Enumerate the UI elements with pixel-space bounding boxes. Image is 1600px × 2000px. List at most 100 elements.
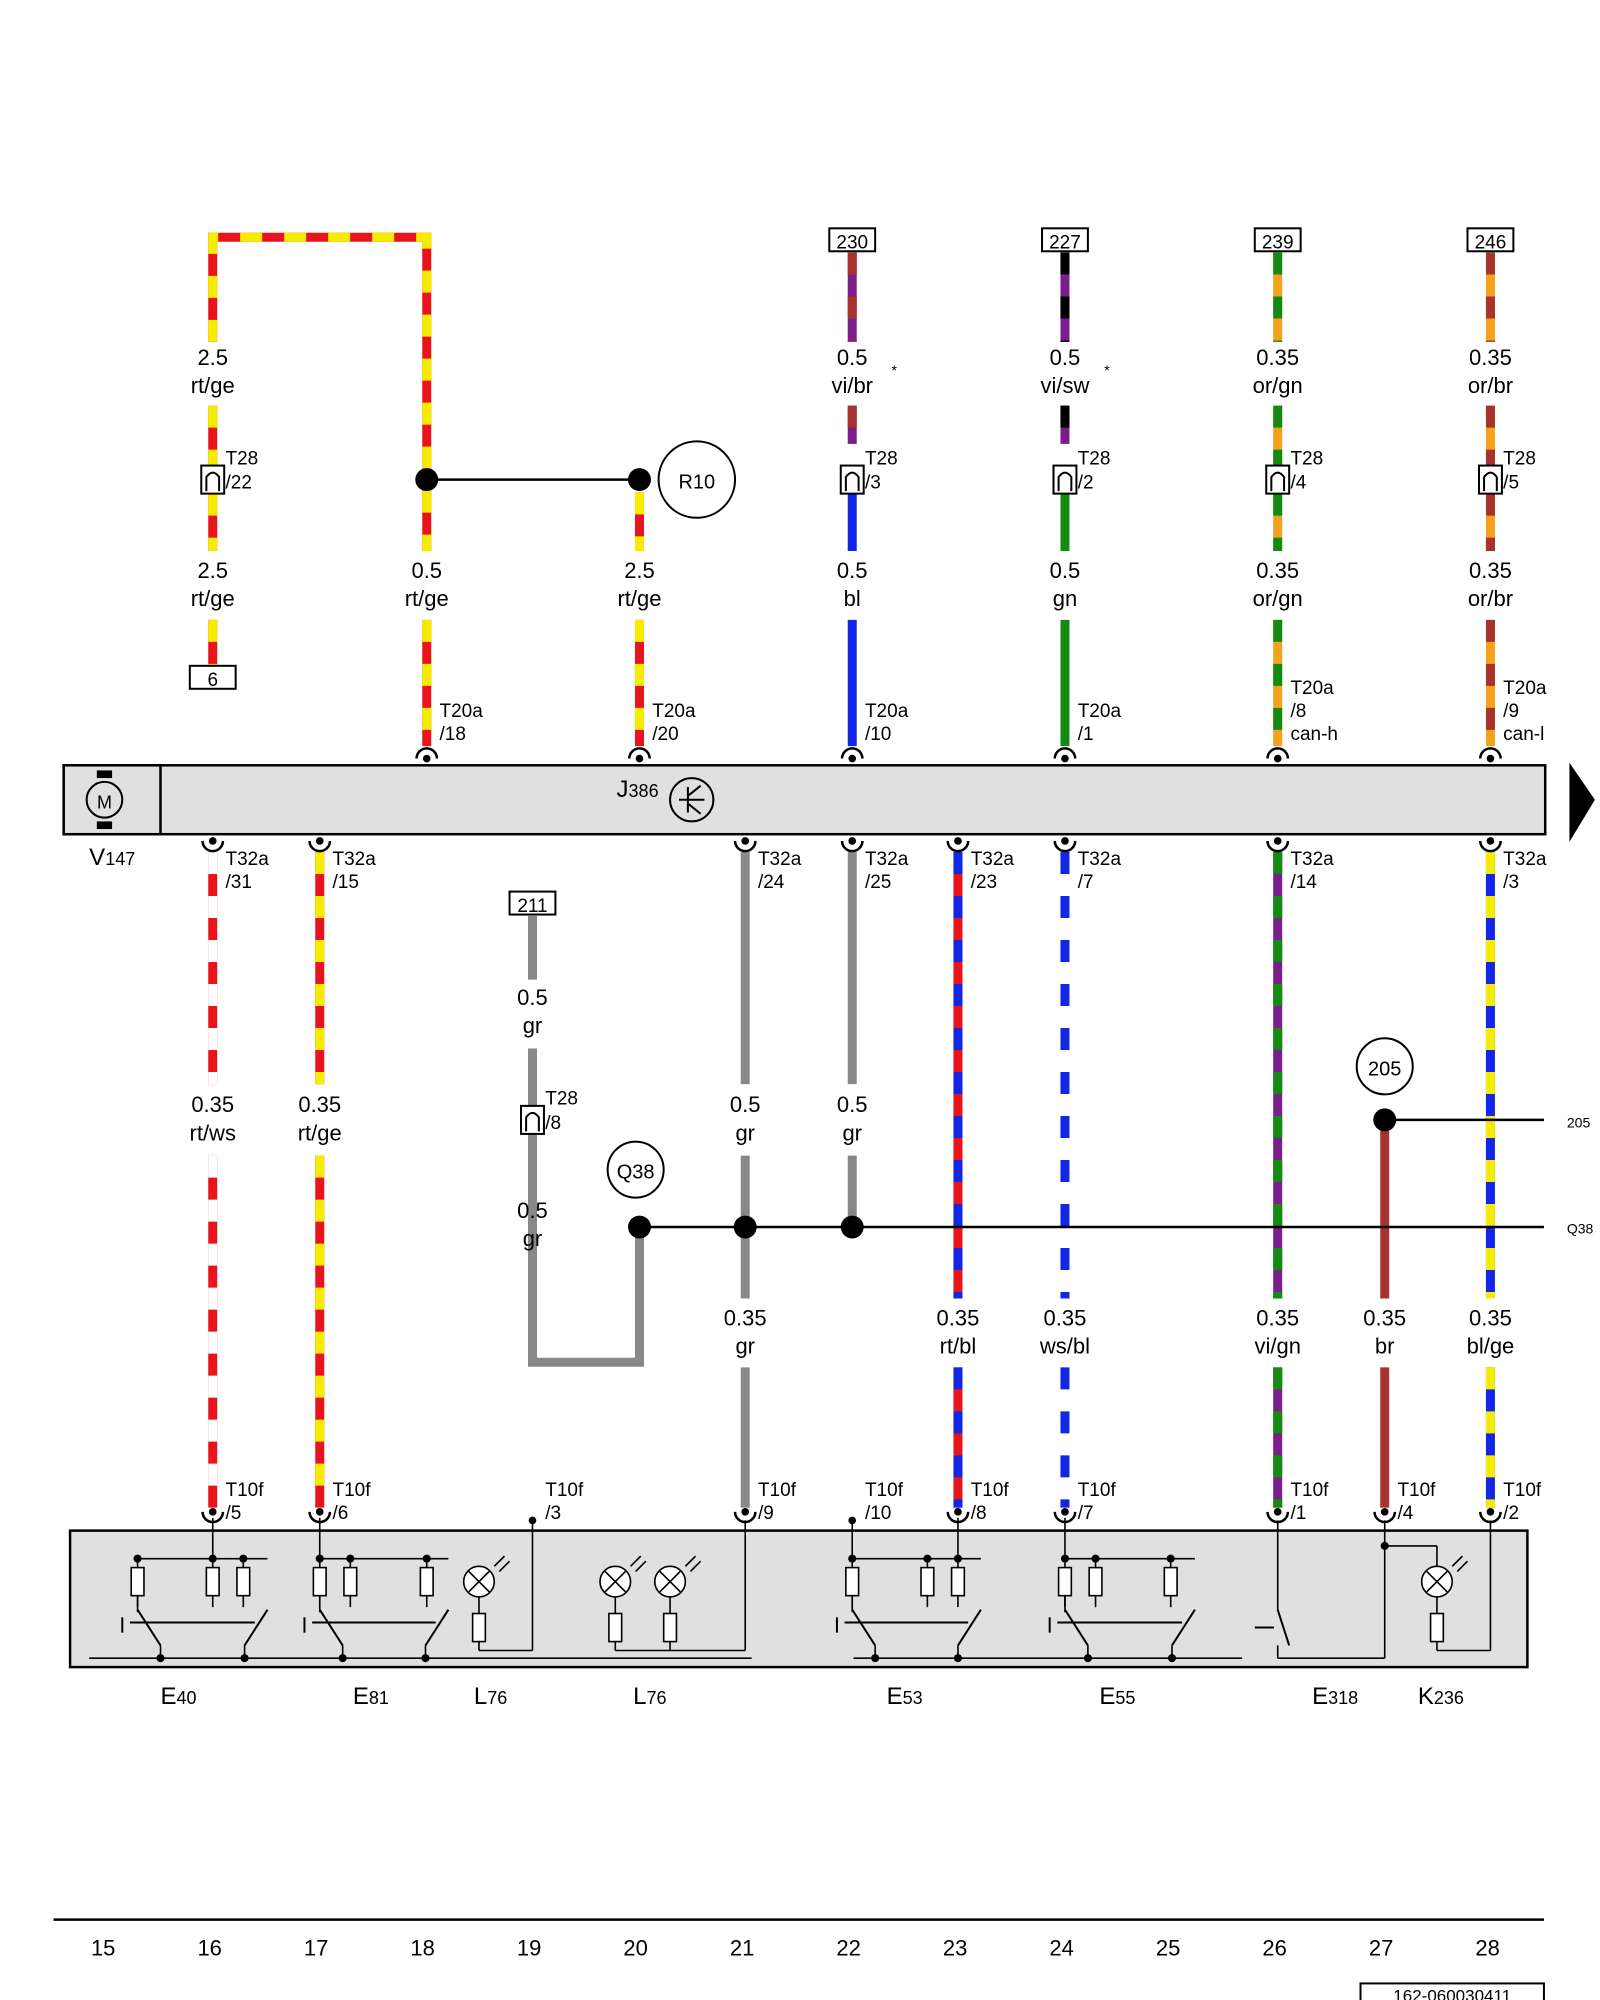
junction-dot-3 bbox=[733, 1215, 757, 1239]
inline-connector-c2 bbox=[839, 464, 865, 495]
pin-num-p15: /5 bbox=[225, 1503, 241, 1524]
resistor-icon bbox=[1429, 1612, 1445, 1643]
pin-num-p2: /20 bbox=[652, 724, 678, 745]
pin-num-p11: /23 bbox=[971, 872, 997, 893]
pin-contact-p10 bbox=[848, 837, 857, 845]
comp-letter: K bbox=[1418, 1683, 1434, 1710]
connector-arc-icon bbox=[1270, 471, 1286, 492]
pin-block-p12: T32a bbox=[1078, 849, 1122, 870]
wire-rt-ge-loop-stripe bbox=[208, 232, 432, 552]
pin-block-p18: T10f bbox=[758, 1480, 797, 1501]
e318-contact bbox=[1276, 1609, 1291, 1646]
wire-gauge-w14: 0.35 bbox=[191, 1092, 234, 1117]
column-number: 19 bbox=[517, 1935, 541, 1960]
wire-color-w24: bl/ge bbox=[1467, 1333, 1515, 1358]
module-v147-label: V147 bbox=[89, 844, 135, 871]
wire-gauge-w1: 2.5 bbox=[197, 345, 228, 370]
comp-number: 81 bbox=[369, 1688, 389, 1708]
ref-circle-label-c205: 205 bbox=[1368, 1058, 1401, 1080]
circuit-node bbox=[346, 1554, 355, 1563]
pin-num-p4: /1 bbox=[1078, 724, 1094, 745]
wire-color-w19: gr bbox=[735, 1333, 755, 1358]
pin-signal-p6: can-l bbox=[1503, 724, 1544, 745]
terminal-box-t6 bbox=[188, 664, 237, 690]
pin-block-p4: T20a bbox=[1078, 701, 1122, 722]
e40-contact-b bbox=[243, 1609, 269, 1646]
pin-block-p5: T20a bbox=[1290, 678, 1334, 699]
pin-contact-p8 bbox=[315, 837, 324, 845]
connector-pin-c5: /5 bbox=[1503, 473, 1519, 494]
lamp-cross bbox=[659, 1570, 681, 1593]
continue-arrow-icon bbox=[1569, 762, 1595, 842]
switch-panel-box bbox=[68, 1529, 1529, 1669]
ref-circle-label-q38: Q38 bbox=[617, 1162, 655, 1184]
ref-circle-q38 bbox=[606, 1140, 665, 1199]
transistor-symbol bbox=[678, 784, 705, 815]
column-number: 20 bbox=[623, 1935, 647, 1960]
pin-num-p22: /1 bbox=[1290, 1503, 1306, 1524]
connector-pin-c3: /2 bbox=[1078, 473, 1094, 494]
connector-pin-c1: /22 bbox=[225, 473, 251, 494]
component-label-e81: E81 bbox=[353, 1683, 389, 1710]
wire-gauge-w5: 0.35 bbox=[1469, 345, 1512, 370]
motor-icon bbox=[85, 780, 124, 819]
note-star-2: * bbox=[1104, 362, 1110, 378]
v-number: 147 bbox=[105, 849, 135, 869]
e55-contact-b bbox=[1171, 1609, 1196, 1646]
pin-contact-p15 bbox=[208, 1508, 217, 1516]
pin-signal-p5: can-h bbox=[1290, 724, 1338, 745]
pin-block-p11: T32a bbox=[971, 849, 1015, 870]
column-number: 23 bbox=[943, 1935, 967, 1960]
j386-module-bar bbox=[62, 764, 1547, 836]
wire-color-w2: vi/br bbox=[831, 373, 873, 398]
circuit-node bbox=[953, 1654, 963, 1663]
comp-letter: E bbox=[353, 1683, 369, 1710]
wire-color-w23: br bbox=[1375, 1333, 1395, 1358]
pin-num-p1: /18 bbox=[439, 724, 465, 745]
junction-dot-1 bbox=[628, 468, 651, 492]
e53-contact-a bbox=[851, 1609, 877, 1646]
e55-contact-a bbox=[1064, 1609, 1089, 1646]
pin-block-p22: T10f bbox=[1290, 1480, 1329, 1501]
inline-connector-c5 bbox=[1477, 464, 1503, 495]
circuit-node bbox=[1167, 1654, 1177, 1663]
pin-contact-p21 bbox=[1061, 1508, 1069, 1516]
column-number: 22 bbox=[836, 1935, 860, 1960]
j-number: 386 bbox=[629, 781, 659, 801]
wire-color-w4: or/gn bbox=[1253, 373, 1303, 398]
e40-contact-a bbox=[136, 1609, 162, 1646]
terminal-label-t239: 239 bbox=[1262, 233, 1294, 254]
component-label-e40: E40 bbox=[161, 1683, 197, 1710]
pin-num-p21: /7 bbox=[1078, 1503, 1094, 1524]
pin-num-p8: /15 bbox=[332, 872, 358, 893]
lamp-ray bbox=[498, 1560, 511, 1572]
wire-gauge-w24: 0.35 bbox=[1469, 1305, 1512, 1330]
inline-connector-c1 bbox=[200, 464, 226, 495]
comp-number: 40 bbox=[177, 1688, 197, 1708]
comp-number: 318 bbox=[1328, 1688, 1358, 1708]
e55-resistor-2 bbox=[1163, 1566, 1178, 1597]
pin-num-p23: /4 bbox=[1397, 1503, 1413, 1524]
connector-name-c2: T28 bbox=[865, 448, 898, 469]
pin-socket-p8 bbox=[308, 840, 332, 853]
lamp-ray bbox=[689, 1560, 702, 1572]
e55-resistor-1 bbox=[1088, 1566, 1103, 1597]
component-label-e55: E55 bbox=[1099, 1683, 1135, 1710]
ref-circle-r10 bbox=[657, 440, 737, 519]
lamp-cross bbox=[604, 1570, 627, 1593]
inline-connector-c3 bbox=[1052, 464, 1078, 495]
junction-dot-5 bbox=[1373, 1108, 1397, 1132]
pin-socket-p4 bbox=[1053, 747, 1077, 759]
comp-letter: E bbox=[1312, 1683, 1328, 1710]
pin-socket-p1 bbox=[415, 747, 439, 759]
e53-resistor-1 bbox=[920, 1566, 935, 1597]
comp-number: 236 bbox=[1434, 1688, 1464, 1708]
wire-color-w16: gr bbox=[735, 1120, 755, 1145]
wire-gauge-w13: 0.5 bbox=[517, 985, 548, 1010]
comp-letter: E bbox=[887, 1683, 903, 1710]
pin-num-p14: /3 bbox=[1503, 872, 1519, 893]
pin-num-p6: /9 bbox=[1503, 701, 1519, 722]
